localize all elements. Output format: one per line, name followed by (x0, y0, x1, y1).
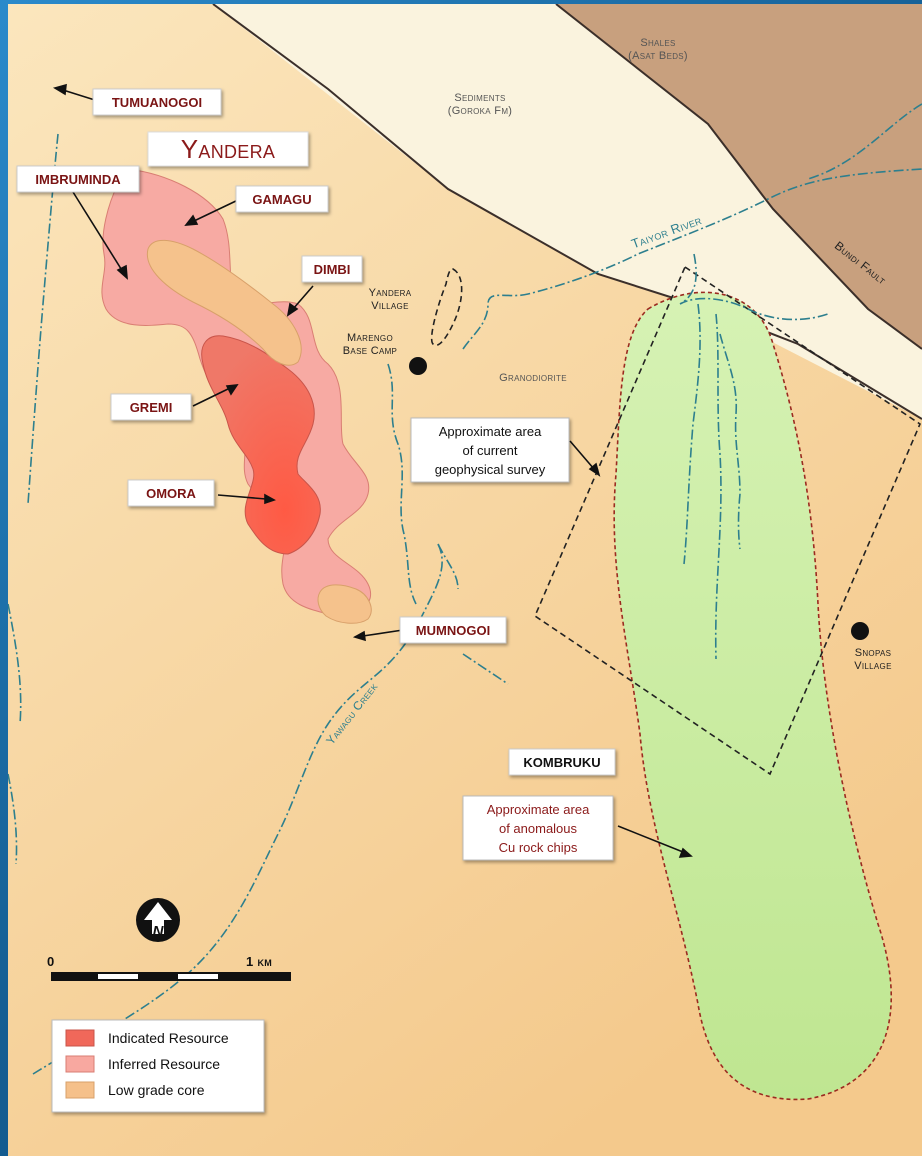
survey-callout-line-1: Approximate area (439, 424, 542, 439)
shales-area (556, 4, 922, 349)
callout-arrows (52, 83, 693, 858)
north-arrow: N (136, 898, 180, 942)
survey-callout: Approximate area of current geophysical … (410, 417, 570, 483)
granodiorite-label: Granodiorite (499, 372, 567, 384)
legend-swatch-indicated (65, 1029, 95, 1047)
gremi-label: GREMI (130, 400, 173, 415)
kombruku-label: KOMBRUKU (523, 755, 600, 770)
legend-label-low-grade: Low grade core (108, 1082, 205, 1098)
shales-label: Shales (640, 37, 675, 49)
north-arrow-label: N (153, 923, 165, 940)
legend-swatch-low-grade (65, 1081, 95, 1099)
sediments-sublabel: (Goroka Fm) (448, 105, 513, 117)
cu-callout-line-3: Cu rock chips (499, 840, 578, 855)
dimbi-label: DIMBI (314, 262, 351, 277)
cu-callout-line-1: Approximate area (487, 802, 590, 817)
cu-callout: Approximate area of anomalous Cu rock ch… (462, 795, 614, 861)
shales-sublabel: (Asat Beds) (628, 50, 688, 62)
drainage (8, 103, 922, 1075)
scale-start-label: 0 (47, 954, 54, 969)
prospect-labels: TUMUANOGOI IMBRUMINDA GAMAGU DIMBI GREMI… (16, 88, 616, 776)
yandera-village-outline (430, 268, 463, 346)
snopas-village-marker (851, 622, 869, 640)
survey-callout-line-3: geophysical survey (435, 462, 546, 477)
cu-callout-line-2: of anomalous (499, 821, 578, 836)
yandera-village-sublabel: Village (371, 300, 408, 312)
gamagu-label: GAMAGU (252, 192, 311, 207)
marengo-sublabel: Base Camp (343, 345, 397, 357)
scale-bar: 0 1 km (47, 954, 291, 981)
survey-callout-line-2: of current (463, 443, 518, 458)
marengo-base-camp-marker (409, 357, 427, 375)
snopas-village-sublabel: Village (854, 660, 891, 672)
legend-label-inferred: Inferred Resource (108, 1056, 220, 1072)
omora-label: OMORA (146, 486, 196, 501)
legend: Indicated Resource Inferred Resource Low… (51, 1019, 265, 1113)
scale-end-label: 1 km (246, 954, 272, 969)
low-grade-core-area-south (317, 584, 372, 624)
yandera-brand-label: Yandera (181, 134, 275, 164)
sediments-label: Sediments (454, 92, 505, 104)
legend-swatch-inferred (65, 1055, 95, 1073)
cu-anomaly-area (613, 291, 892, 1101)
mumnogoi-label: MUMNOGOI (416, 623, 490, 638)
survey-area-outline (534, 265, 921, 776)
legend-label-indicated: Indicated Resource (108, 1030, 229, 1046)
marengo-label: Marengo (347, 332, 393, 344)
low-grade-core-area (146, 239, 302, 366)
imbruminda-label: IMBRUMINDA (35, 172, 121, 187)
yandera-village-label: Yandera (369, 287, 412, 299)
snopas-village-label: Snopas (855, 647, 892, 659)
tumuanogoi-label: TUMUANOGOI (112, 95, 202, 110)
geology-map: Shales (Asat Beds) Sediments (Goroka Fm)… (8, 4, 922, 1156)
